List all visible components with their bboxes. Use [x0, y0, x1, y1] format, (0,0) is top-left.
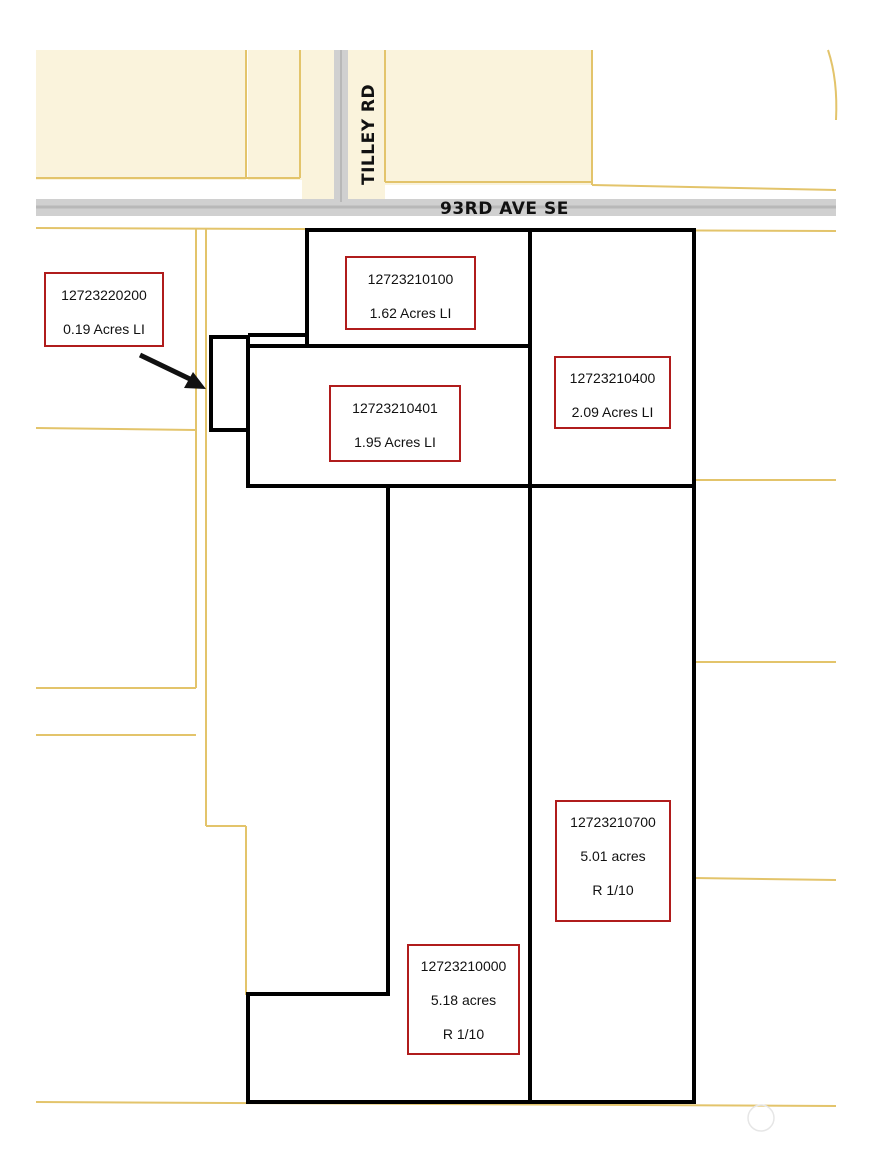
arrow-icon — [138, 352, 206, 389]
roads — [36, 50, 836, 216]
parcel-label-12723210100[interactable]: 12723210100 1.62 Acres LI — [345, 256, 476, 330]
parcel-id: 12723220200 — [61, 287, 147, 303]
parcel-label-12723220200[interactable]: 12723220200 0.19 Acres LI — [44, 272, 164, 347]
parcel-label-12723210400[interactable]: 12723210400 2.09 Acres LI — [554, 356, 671, 429]
parcel-label-12723210700[interactable]: 12723210700 5.01 acres R 1/10 — [555, 800, 671, 922]
parcel-id: 12723210401 — [352, 400, 438, 416]
subject-boundaries — [209, 228, 696, 1104]
parcel-acreage: 5.01 acres — [580, 848, 646, 864]
parcel-id: 12723210700 — [570, 814, 656, 830]
parcel-label-12723210000[interactable]: 12723210000 5.18 acres R 1/10 — [407, 944, 520, 1055]
parcel-acreage: 0.19 Acres LI — [63, 321, 145, 337]
parcel-id: 12723210000 — [420, 958, 507, 974]
parcel-zoning: R 1/10 — [442, 1026, 485, 1042]
parcel-label-12723210401[interactable]: 12723210401 1.95 Acres LI — [329, 385, 461, 462]
road-label-93rd-ave-se: 93RD AVE SE — [440, 199, 569, 219]
parcel-id: 12723210100 — [367, 271, 454, 287]
parcel-zoning: R 1/10 — [592, 882, 634, 898]
parcel-id: 12723210400 — [569, 370, 656, 386]
north-blocks — [36, 50, 593, 200]
parcel-acreage: 1.95 Acres LI — [354, 434, 436, 450]
parcel-lines — [35, 49, 838, 1107]
parcel-acreage: 2.09 Acres LI — [571, 404, 654, 420]
parcel-acreage: 5.18 acres — [430, 992, 497, 1008]
parcel-acreage: 1.62 Acres LI — [369, 305, 452, 321]
road-label-tilley-rd: TILLEY RD — [359, 83, 379, 185]
faint-circle-icon — [747, 1104, 775, 1132]
parcel-boundary-12723220200 — [209, 335, 250, 432]
